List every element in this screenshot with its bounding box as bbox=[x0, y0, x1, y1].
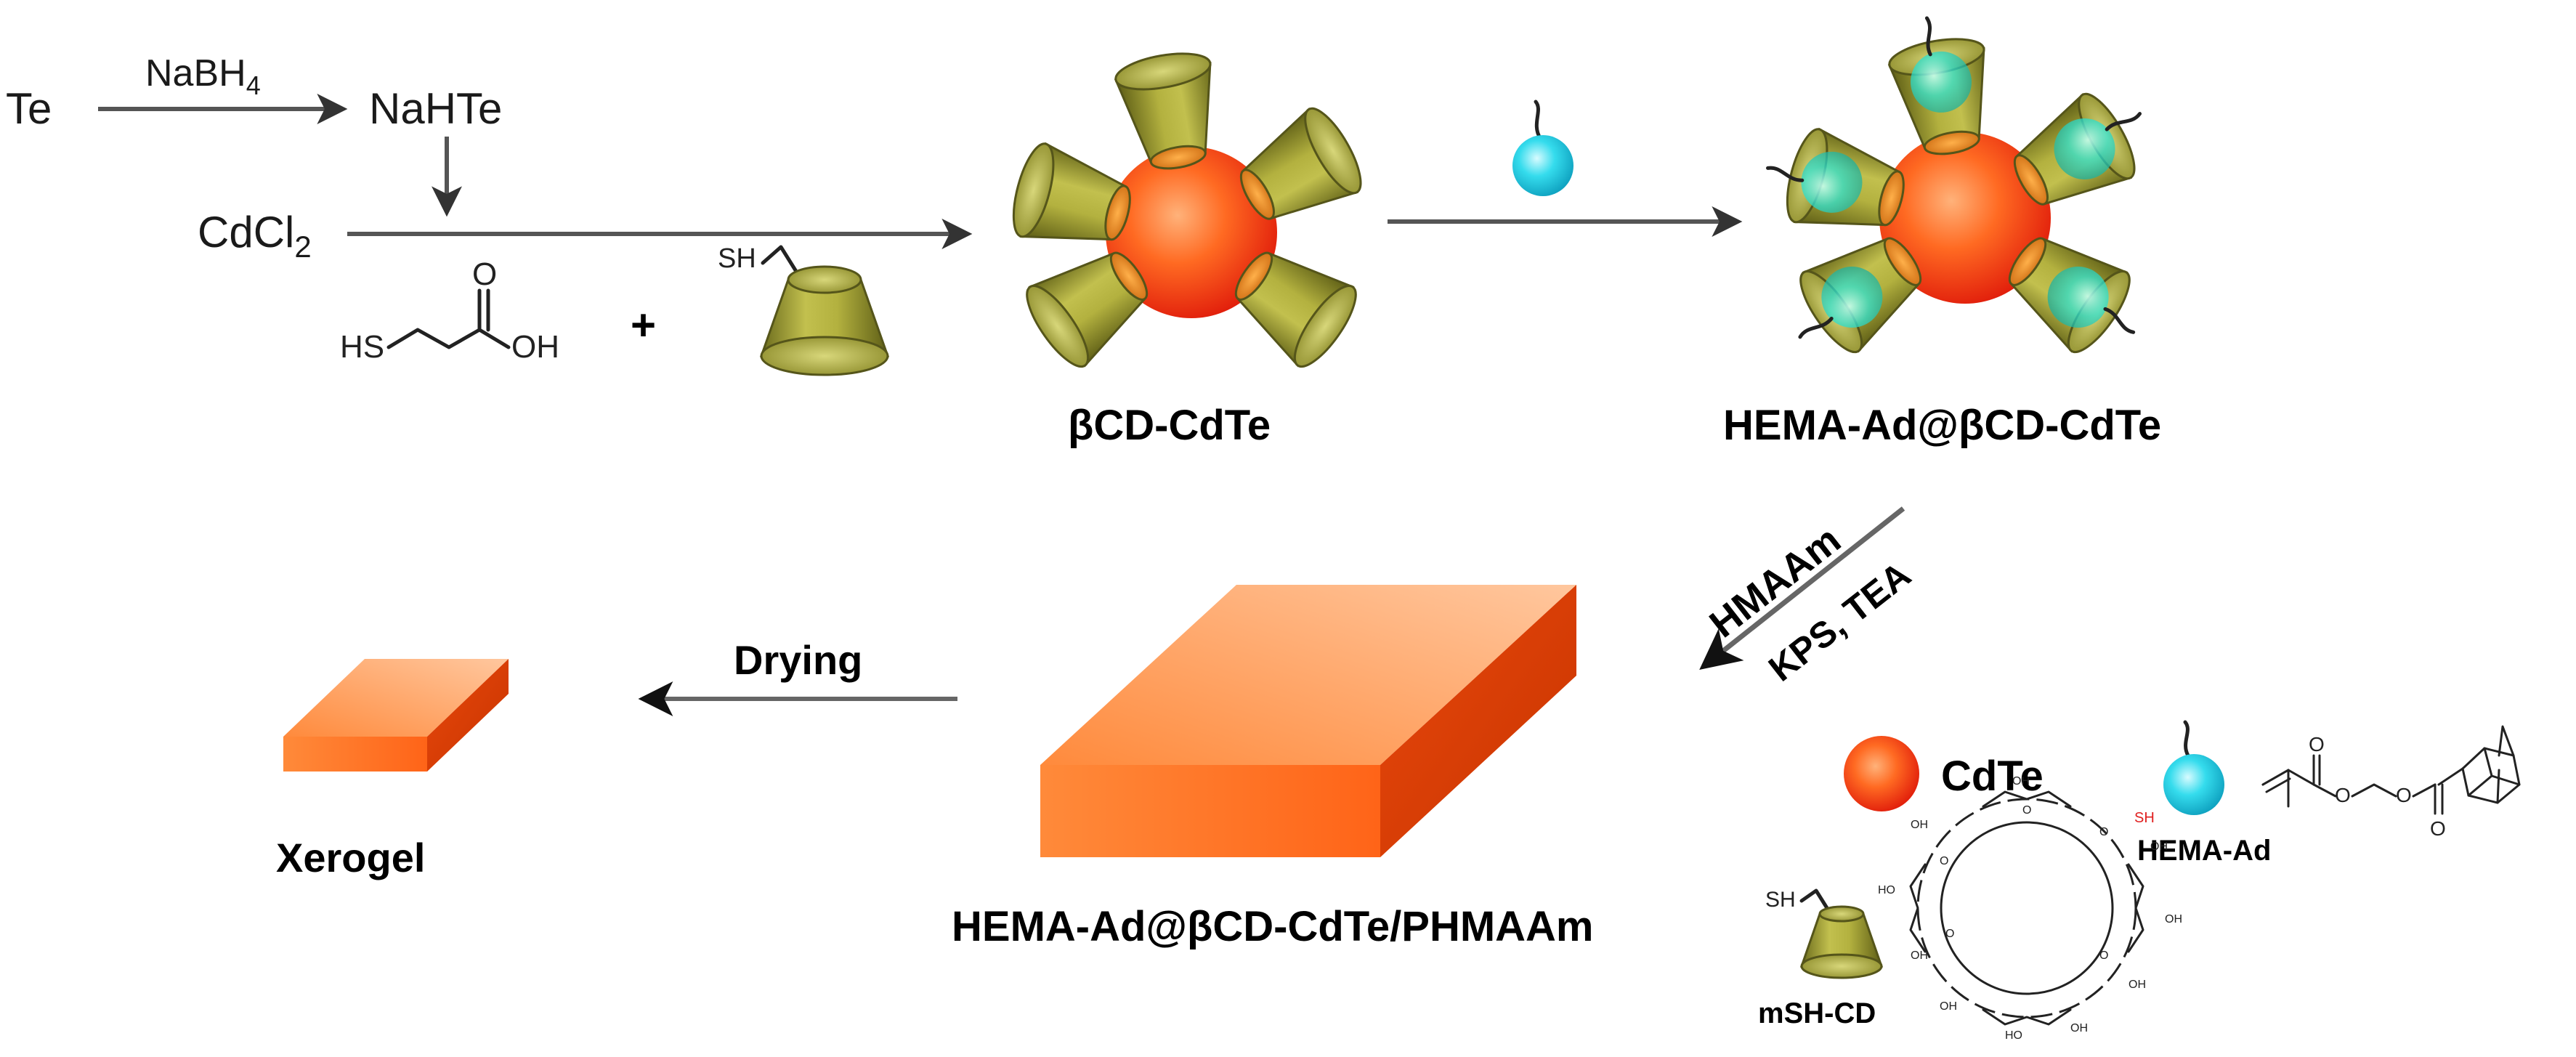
svg-text:OH: OH bbox=[2150, 841, 2168, 853]
svg-text:HO: HO bbox=[1878, 884, 1895, 896]
nabh4-label: NaBH4 bbox=[145, 52, 261, 100]
te-label: Te bbox=[6, 84, 52, 133]
svg-text:OH: OH bbox=[1940, 1000, 1957, 1013]
svg-text:HEMA-Ad: HEMA-Ad bbox=[2137, 835, 2271, 867]
legend-msh-cd: SH mSH-CD bbox=[1758, 888, 1884, 1029]
svg-text:O: O bbox=[2022, 804, 2031, 817]
cyclodextrin-cone-icon: SH bbox=[718, 243, 890, 376]
svg-text:SH: SH bbox=[1765, 888, 1796, 912]
cdte-nanoparticle-icon bbox=[1106, 147, 1277, 318]
svg-text:O: O bbox=[1940, 855, 1948, 867]
mpa-structure: HS O OH bbox=[340, 256, 559, 365]
svg-text:O: O bbox=[2335, 784, 2351, 806]
hema-ad-bcd-cdte-nanoparticle bbox=[1766, 16, 2146, 362]
svg-text:O: O bbox=[2099, 949, 2108, 962]
svg-text:O: O bbox=[2396, 784, 2412, 806]
hydrogel-slab-icon bbox=[1040, 585, 1576, 857]
cdcl2-label: CdCl2 bbox=[198, 208, 312, 264]
cyclodextrin-ring-structure: OH O OH HO OH OH HO OH OH OH OH O O O O … bbox=[1878, 775, 2182, 1042]
polymerization-arrow bbox=[1699, 506, 1905, 670]
hema-ad-reagent bbox=[1512, 100, 1573, 196]
svg-text:mSH-CD: mSH-CD bbox=[1758, 997, 1876, 1029]
gel-product-label: HEMA-Ad@βCD-CdTe/PHMAAm bbox=[952, 903, 1593, 950]
svg-text:OH: OH bbox=[2129, 979, 2146, 991]
svg-text:CdTe: CdTe bbox=[1941, 753, 2044, 800]
svg-text:OH: OH bbox=[511, 329, 559, 365]
nahte-label: NaHTe bbox=[369, 84, 502, 133]
hema-ad-bcd-cdte-label: HEMA-Ad@βCD-CdTe bbox=[1723, 402, 2161, 449]
legend-cdte: CdTe bbox=[1844, 736, 2044, 811]
svg-text:OH: OH bbox=[2012, 775, 2030, 787]
svg-text:HS: HS bbox=[340, 329, 384, 365]
svg-text:OH: OH bbox=[2070, 1022, 2088, 1034]
svg-text:OH: OH bbox=[1911, 949, 1928, 962]
svg-text:O: O bbox=[2309, 733, 2325, 756]
bcd-cdte-nanoparticle bbox=[1004, 46, 1372, 376]
xerogel-label: Xerogel bbox=[276, 835, 425, 880]
plus-sign: + bbox=[631, 301, 656, 349]
bcd-cdte-label: βCD-CdTe bbox=[1068, 402, 1271, 449]
svg-text:OH: OH bbox=[1911, 819, 1928, 831]
svg-text:SH: SH bbox=[718, 243, 756, 274]
svg-text:O: O bbox=[2430, 817, 2446, 840]
legend-hema-ad: HEMA-Ad bbox=[2137, 720, 2271, 867]
hema-ad-structure: O O O O bbox=[2261, 725, 2521, 840]
svg-text:O: O bbox=[472, 256, 497, 292]
svg-text:HO: HO bbox=[2005, 1029, 2022, 1042]
svg-text:O: O bbox=[2099, 826, 2108, 838]
svg-text:O: O bbox=[1945, 928, 1954, 940]
svg-text:OH: OH bbox=[2165, 913, 2182, 926]
drying-label: Drying bbox=[734, 637, 862, 683]
sh-red-label: SH bbox=[2134, 810, 2155, 826]
xerogel-slab-icon bbox=[283, 659, 509, 772]
